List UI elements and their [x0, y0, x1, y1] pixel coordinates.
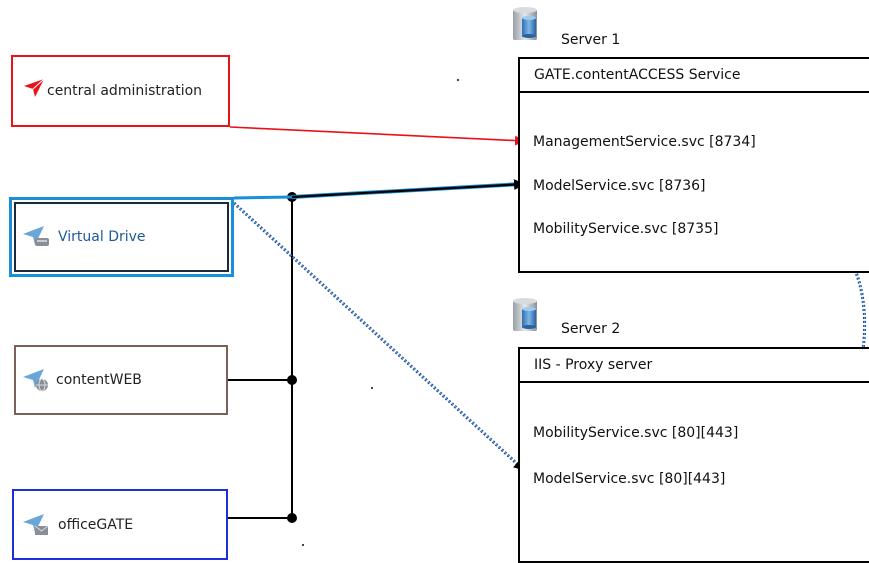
server1-panel: GATE.contentACCESS Service ManagementSer… — [518, 57, 869, 273]
drive-plane-icon — [23, 226, 49, 246]
client-central-administration[interactable]: central administration — [11, 55, 230, 127]
client-virtual-drive[interactable]: Virtual Drive — [9, 197, 234, 277]
proxy-arrow-dotted-highlight — [233, 202, 525, 471]
server-title: Server 2 — [561, 321, 621, 337]
server-header: IIS - Proxy server — [520, 349, 869, 383]
model-arrow — [291, 179, 525, 199]
server2-panel: IIS - Proxy server MobilityService.svc [… — [518, 347, 869, 563]
service-management[interactable]: ManagementService.svc [8734] — [533, 134, 756, 150]
mail-plane-icon — [23, 513, 49, 535]
server-title: Server 1 — [561, 32, 621, 48]
database-server-icon — [513, 298, 537, 331]
client-contentweb[interactable]: contentWEB — [14, 345, 228, 415]
stray-dot — [371, 387, 373, 389]
service-model[interactable]: ModelService.svc [8736] — [533, 178, 706, 194]
client-label: central administration — [47, 83, 203, 99]
stray-dot — [302, 544, 304, 546]
client-officegate[interactable]: officeGATE — [12, 489, 228, 560]
client-label: officeGATE — [58, 516, 134, 533]
virtualdrive-connector — [233, 195, 293, 200]
server-header: GATE.contentACCESS Service — [520, 59, 869, 93]
client-label: contentWEB — [56, 372, 142, 388]
management-arrow — [229, 126, 525, 146]
globe-plane-icon — [23, 369, 48, 392]
client-label: Virtual Drive — [58, 229, 146, 245]
service-mobility[interactable]: MobilityService.svc [8735] — [533, 221, 719, 237]
red-plane-icon — [24, 78, 45, 97]
database-server-icon — [513, 7, 537, 40]
stray-dot — [457, 79, 459, 81]
service-mobility[interactable]: MobilityService.svc [80][443] — [533, 425, 739, 441]
service-model[interactable]: ModelService.svc [80][443] — [533, 471, 726, 487]
